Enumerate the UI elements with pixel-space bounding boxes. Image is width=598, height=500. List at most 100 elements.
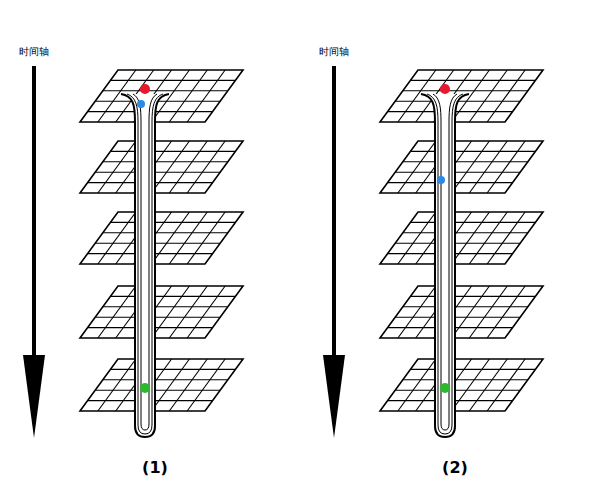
- space-grid: [380, 141, 543, 193]
- grid-outline: [380, 212, 543, 264]
- grid-line: [469, 286, 507, 338]
- grid-line: [451, 212, 489, 264]
- tube-line: [427, 94, 463, 434]
- green-dot: [440, 383, 450, 393]
- grid-line: [398, 286, 436, 338]
- grid-line: [103, 90, 228, 91]
- grid-line: [95, 243, 220, 244]
- grid-line: [403, 232, 528, 233]
- grid-line: [451, 141, 489, 193]
- grid-line: [151, 286, 189, 338]
- red-dot: [140, 84, 150, 94]
- grid-line: [395, 243, 520, 244]
- grid-line: [187, 212, 225, 264]
- space-grid: [80, 286, 243, 338]
- grid-line: [410, 222, 535, 223]
- grid-line: [469, 359, 507, 411]
- space-grid: [380, 359, 543, 411]
- grid-line: [151, 359, 189, 411]
- time-axis-shaft: [332, 66, 336, 366]
- grid-line: [403, 90, 528, 91]
- grid-line: [469, 141, 507, 193]
- grid-line: [487, 212, 525, 264]
- panel: [323, 66, 543, 438]
- world-tube: [121, 94, 169, 437]
- space-grid: [80, 141, 243, 193]
- grid-line: [410, 151, 535, 152]
- grid-outline: [380, 359, 543, 411]
- grid-line: [95, 390, 220, 391]
- grid-line: [403, 379, 528, 380]
- grid-line: [103, 379, 228, 380]
- space-grid: [380, 286, 543, 338]
- grid-line: [487, 141, 525, 193]
- grid-line: [398, 359, 436, 411]
- grid-line: [103, 161, 228, 162]
- grid-line: [187, 70, 225, 122]
- grid-line: [187, 141, 225, 193]
- grid-line: [110, 296, 235, 297]
- grid-line: [169, 212, 207, 264]
- grid-line: [398, 212, 436, 264]
- grid-line: [487, 359, 525, 411]
- grid-outline: [380, 141, 543, 193]
- grid-line: [95, 172, 220, 173]
- grid-line: [410, 296, 535, 297]
- tube-line: [433, 94, 457, 430]
- grid-line: [169, 359, 207, 411]
- time-axis-head: [23, 355, 45, 438]
- grid-line: [98, 359, 136, 411]
- grid-line: [187, 286, 225, 338]
- green-dot: [140, 383, 150, 393]
- panel: [23, 66, 243, 438]
- axis-label: 时间轴: [319, 45, 349, 59]
- grid-line: [469, 70, 507, 122]
- grid-line: [398, 141, 436, 193]
- grid-line: [103, 232, 228, 233]
- grid-line: [395, 317, 520, 318]
- grid-outline: [80, 141, 243, 193]
- tube-line: [127, 94, 163, 434]
- grid-line: [403, 161, 528, 162]
- grid-outline: [80, 359, 243, 411]
- grid-line: [95, 317, 220, 318]
- grid-line: [110, 222, 235, 223]
- world-tube: [421, 94, 469, 437]
- space-grid: [80, 359, 243, 411]
- tube-line: [133, 94, 157, 430]
- time-axis-shaft: [32, 66, 36, 366]
- grid-outline: [380, 286, 543, 338]
- grid-line: [187, 359, 225, 411]
- panel-number: (2): [442, 458, 468, 477]
- grid-line: [103, 306, 228, 307]
- blue-dot: [137, 100, 145, 108]
- red-dot: [440, 84, 450, 94]
- grid-line: [98, 141, 136, 193]
- grid-line: [110, 151, 235, 152]
- grid-line: [403, 306, 528, 307]
- grid-line: [98, 212, 136, 264]
- grid-line: [395, 172, 520, 173]
- grid-outline: [80, 212, 243, 264]
- grid-line: [98, 286, 136, 338]
- grid-outline: [80, 286, 243, 338]
- grid-line: [487, 286, 525, 338]
- grid-line: [469, 212, 507, 264]
- grid-line: [169, 70, 207, 122]
- grid-line: [410, 80, 535, 81]
- grid-line: [169, 286, 207, 338]
- axis-label: 时间轴: [19, 45, 49, 59]
- grid-line: [395, 390, 520, 391]
- grid-line: [487, 70, 525, 122]
- grid-line: [410, 369, 535, 370]
- panel-number: (1): [142, 458, 168, 477]
- time-axis-head: [323, 355, 345, 438]
- grid-line: [151, 141, 189, 193]
- space-grid: [80, 212, 243, 264]
- grid-line: [451, 359, 489, 411]
- grid-line: [451, 286, 489, 338]
- space-grid: [380, 212, 543, 264]
- grid-line: [169, 141, 207, 193]
